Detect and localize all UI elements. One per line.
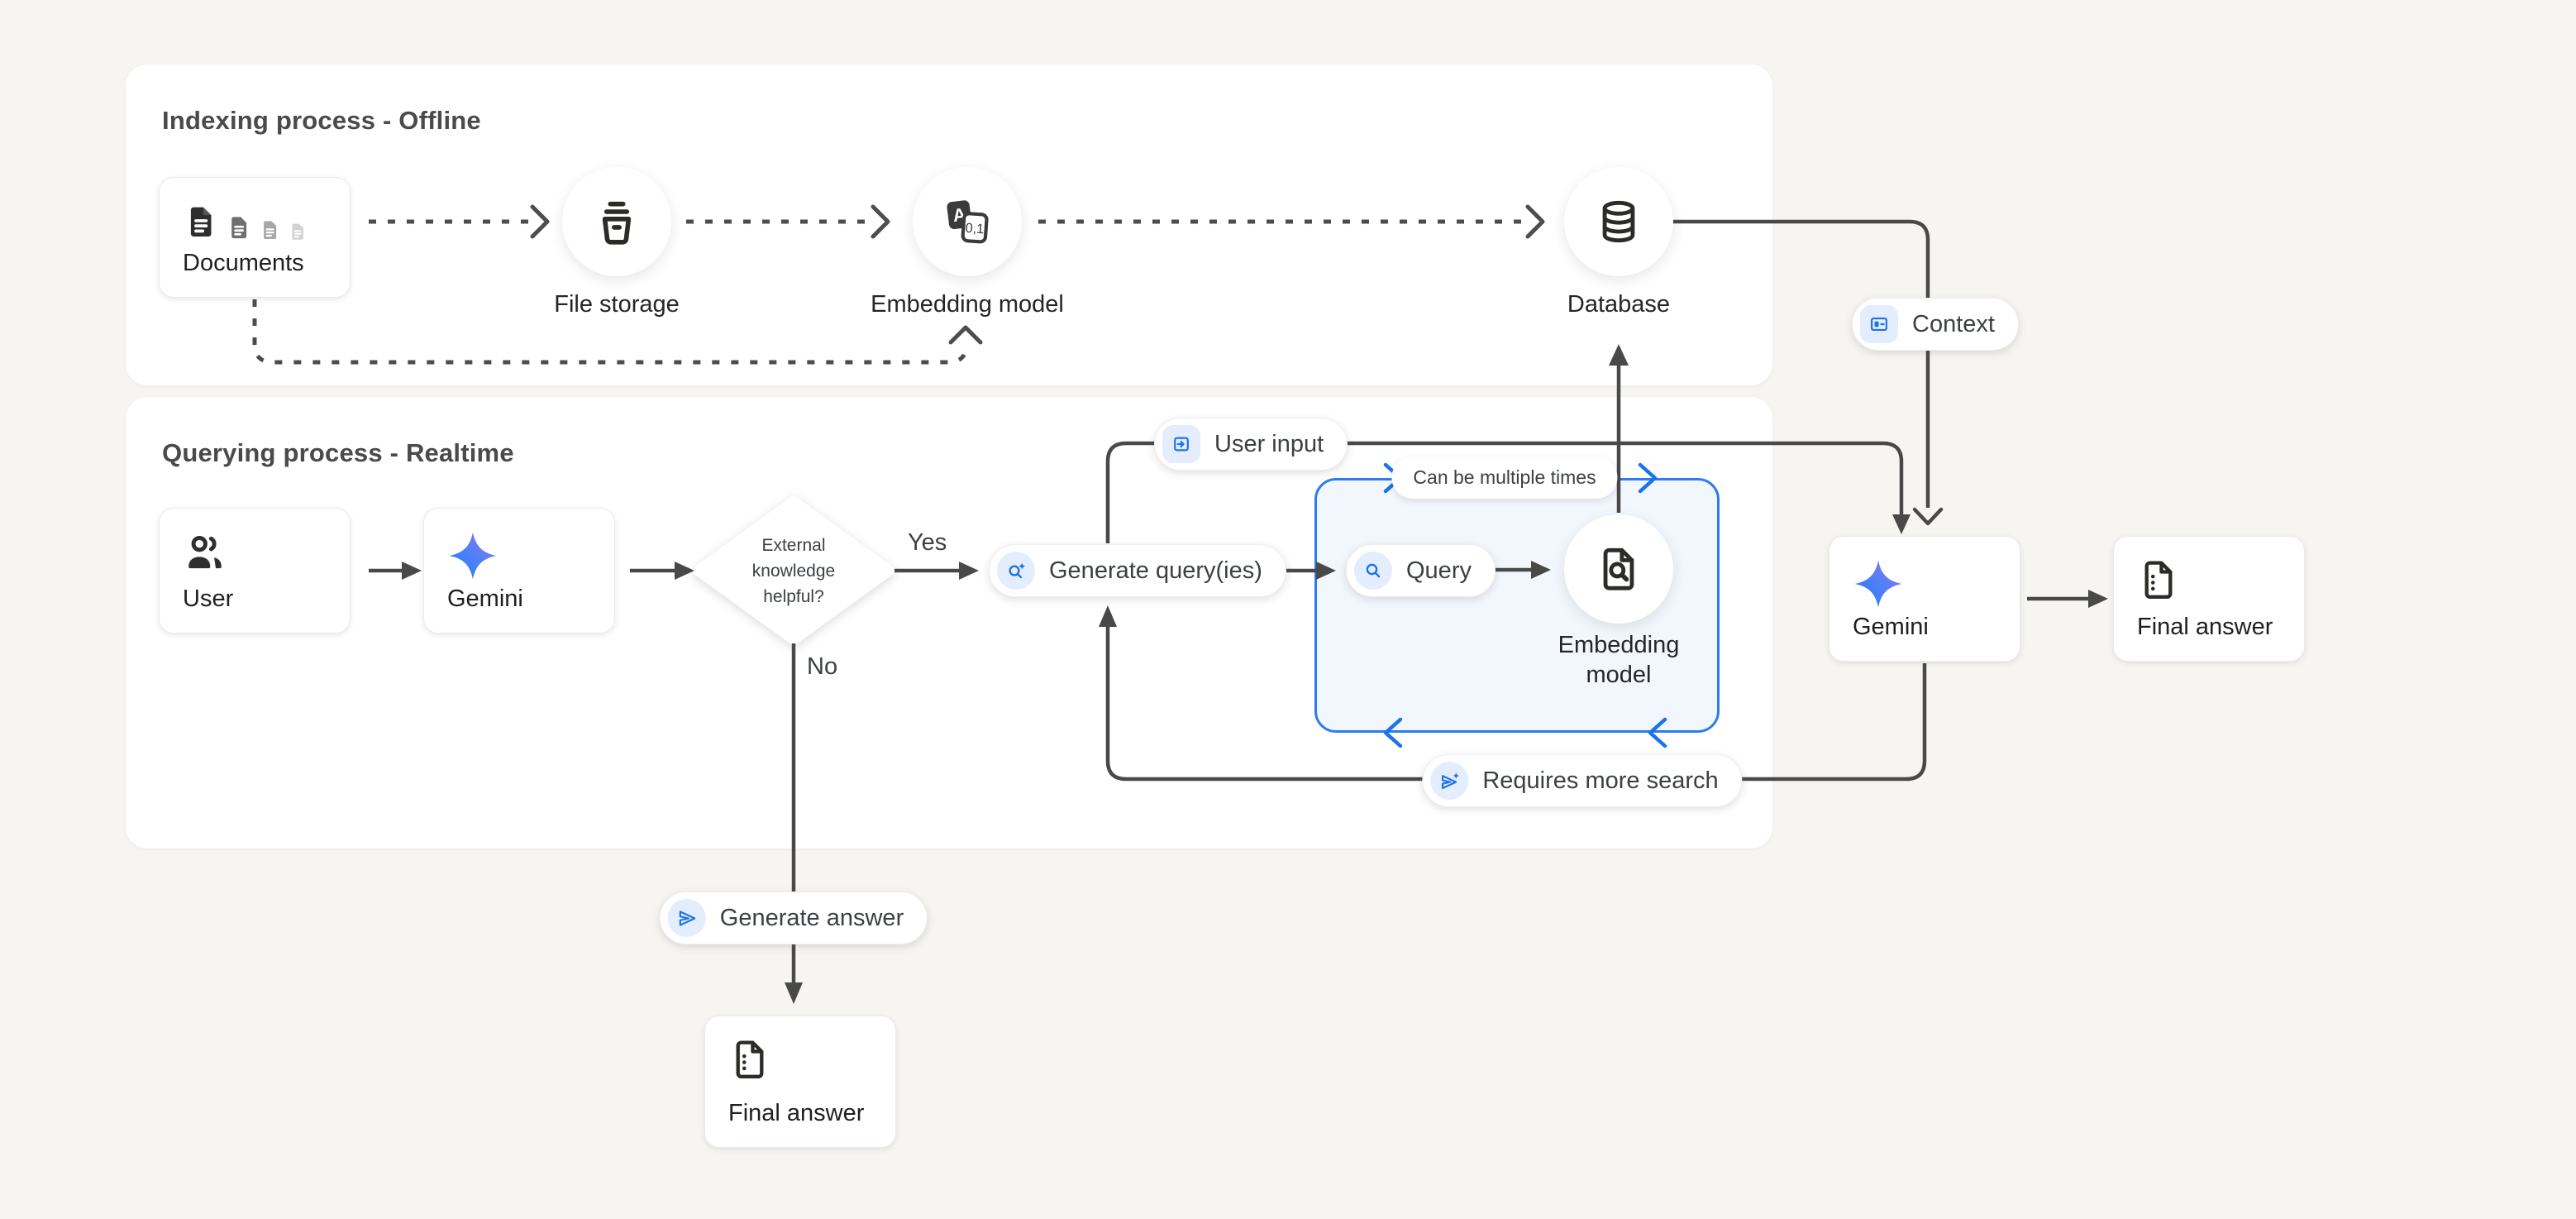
generate-answer-pill: Generate answer	[659, 892, 928, 944]
gemini-icon	[449, 532, 497, 580]
final-answer-icon	[736, 1040, 764, 1078]
loop-embedding-model-label: Embedding model	[1558, 632, 1680, 688]
requires-more-search-pill: Requires more search	[1422, 754, 1743, 807]
document-icon	[231, 217, 247, 239]
final-answer-icon	[2144, 561, 2173, 599]
input-icon	[1162, 425, 1200, 463]
no-label: No	[807, 653, 838, 680]
search-sparkle-icon	[997, 552, 1035, 590]
document-icon	[190, 207, 212, 237]
embedding-model-label: Embedding model	[871, 291, 1064, 318]
embedding-model-node: A 0,1	[913, 167, 1022, 276]
yes-label: Yes	[908, 529, 947, 556]
documents-label: Documents	[183, 250, 304, 276]
panel-indexing-title: Indexing process - Offline	[162, 106, 481, 135]
gemini-label: Gemini	[447, 586, 523, 612]
database-node	[1564, 167, 1673, 276]
decision-text: External knowledge helpful?	[751, 536, 836, 606]
gemini-icon	[1854, 560, 1902, 608]
user-icon	[188, 535, 222, 569]
documents-card: Documents	[159, 177, 351, 298]
user-input-pill: User input	[1154, 418, 1348, 471]
embedding-model-icon: A 0,1	[947, 200, 989, 244]
gemini-final-card: Gemini	[1829, 536, 2020, 662]
query-label: Query	[1406, 557, 1472, 584]
context-label: Context	[1912, 310, 1995, 337]
file-storage-node	[562, 167, 671, 276]
gemini-final-label: Gemini	[1853, 614, 1929, 640]
arrowhead	[2088, 590, 2108, 608]
gemini-card: Gemini	[423, 508, 615, 633]
final-answer-label: Final answer	[2137, 614, 2273, 640]
final-answer-bottom-label: Final answer	[728, 1100, 865, 1126]
generate-answer-label: Generate answer	[719, 904, 904, 931]
user-card: User	[159, 508, 351, 633]
context-pill: Context	[1852, 298, 2019, 351]
generate-queries-label: Generate query(ies)	[1049, 557, 1262, 584]
send-sparkle-icon	[1430, 762, 1469, 800]
user-label: User	[183, 586, 234, 612]
query-pill: Query	[1346, 544, 1496, 597]
database-icon	[1602, 200, 1635, 243]
database-label: Database	[1567, 291, 1671, 318]
final-answer-card: Final answer	[2113, 536, 2305, 662]
document-search-icon	[1603, 547, 1634, 590]
arrowhead-down	[1892, 514, 1911, 534]
send-icon	[667, 899, 706, 937]
arrowhead-chevron-down	[1912, 507, 1944, 526]
file-storage-label: File storage	[554, 291, 680, 318]
final-answer-bottom-card: Final answer	[704, 1016, 896, 1148]
panel-querying-title: Querying process - Realtime	[162, 438, 514, 467]
arrowhead-down	[785, 982, 803, 1004]
document-icon	[264, 221, 277, 240]
generate-queries-pill: Generate query(ies)	[989, 544, 1286, 597]
context-icon	[1860, 305, 1898, 343]
file-storage-icon	[602, 201, 632, 245]
documents-icon	[183, 199, 328, 244]
requires-more-search-label: Requires more search	[1482, 767, 1719, 794]
loop-embedding-model-node	[1564, 514, 1673, 624]
translate-numbers: 0,1	[965, 221, 985, 237]
loop-note-pill: Can be multiple times	[1391, 457, 1618, 499]
user-input-label: User input	[1214, 430, 1324, 457]
document-icon	[292, 223, 303, 240]
search-icon	[1354, 552, 1392, 590]
